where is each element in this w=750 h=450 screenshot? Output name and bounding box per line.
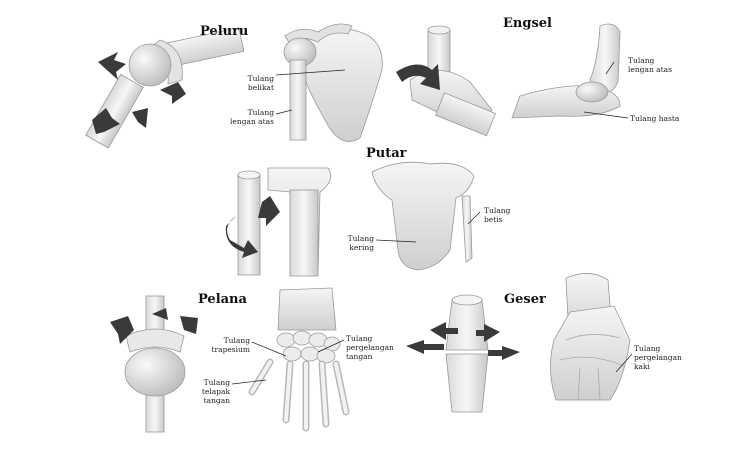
humerus-label-hinge: Tulang lengan atas <box>628 56 672 74</box>
tarsals-label: Tulang pergelangan kaki <box>634 344 682 371</box>
leader-lines <box>231 61 633 385</box>
hinge-model <box>396 25 497 137</box>
saddle-title: Pelana <box>198 292 247 307</box>
trapezium-label: Tulang trapesium <box>211 336 251 354</box>
pivot-model <box>225 167 332 277</box>
knee-bones <box>371 161 475 271</box>
ulna-label: Tulang hasta <box>630 114 680 123</box>
gliding-title: Geser <box>504 292 546 307</box>
curved-arrow-icon <box>396 64 440 90</box>
ball-socket-model <box>85 27 245 149</box>
ball-socket-title: Peluru <box>200 24 249 39</box>
carpals-label: Tulang pergelangan tangan <box>346 334 394 361</box>
hand-bones <box>248 287 350 432</box>
gliding-model <box>406 294 520 413</box>
rotation-arrow-icon <box>92 52 186 134</box>
saddle-model <box>110 295 198 433</box>
double-arrow-icon <box>406 322 520 360</box>
foot-bones <box>550 273 631 401</box>
rotation-arrow-icon <box>225 196 280 258</box>
fibula-label: Tulang betis <box>484 206 511 224</box>
elbow-bones <box>511 23 621 119</box>
humerus-label-ball: Tulang lengan atas <box>230 108 274 126</box>
pivot-title: Putar <box>366 146 407 161</box>
tibia-label: Tulang kering <box>347 234 374 252</box>
metacarpal-label: Tulang telapak tangan <box>201 378 230 405</box>
shoulder-bones <box>283 23 383 142</box>
hinge-title: Engsel <box>503 16 552 31</box>
scapula-label: Tulang belikat <box>247 74 274 92</box>
rotation-arrow-icon <box>110 308 198 344</box>
